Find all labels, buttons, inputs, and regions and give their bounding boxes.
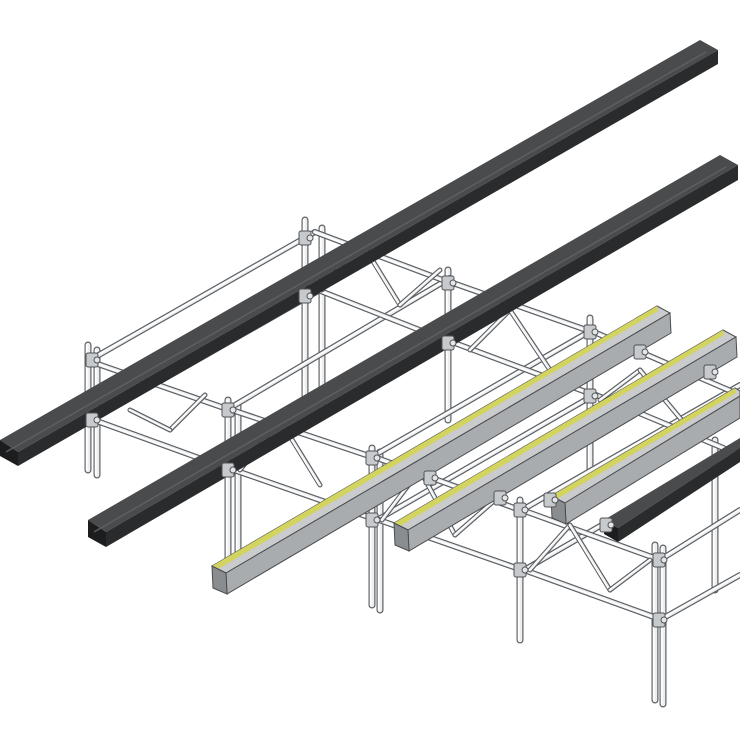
diagonal-tube-16 — [597, 367, 643, 403]
standard-tube-7 — [224, 396, 232, 564]
transom-tube-11 — [519, 507, 663, 563]
ledger-tube-6 — [374, 392, 597, 523]
diagonal-tube-4 — [167, 392, 208, 433]
timber-beam-2 — [392, 329, 738, 552]
coupler-7 — [513, 502, 529, 518]
diagonal-tube-10 — [452, 497, 498, 538]
coupler-21 — [599, 517, 615, 533]
standard-tube-1 — [301, 216, 309, 404]
ledger-tube-9 — [657, 507, 740, 563]
coupler-19 — [633, 344, 649, 360]
coupler-15 — [513, 562, 529, 578]
coupler-22 — [543, 492, 559, 508]
standard-tube-8 — [234, 400, 242, 570]
coupler-11 — [583, 388, 599, 404]
coupler-1 — [298, 230, 314, 246]
transom-tube-5 — [89, 359, 233, 413]
coupler-6 — [365, 450, 381, 466]
coupler-9 — [298, 288, 314, 304]
steel-beam-1 — [0, 40, 718, 466]
ledger-tube-5 — [372, 327, 595, 458]
coupler-17 — [423, 470, 439, 486]
steel-beams — [0, 40, 740, 547]
diagonal-tube-3 — [397, 267, 443, 308]
coupler-4 — [85, 352, 101, 368]
ledger-tube-3 — [227, 275, 453, 411]
diagonal-tube-13 — [607, 557, 653, 593]
couplers — [85, 230, 719, 628]
timber-beam-1 — [210, 305, 672, 595]
diagonal-tube-11 — [527, 522, 573, 573]
diagonal-tube-12 — [567, 522, 613, 593]
diagonal-tube-5 — [127, 407, 173, 433]
coupler-12 — [85, 412, 101, 428]
coupler-8 — [652, 552, 668, 568]
coupler-20 — [703, 364, 719, 380]
standard-tube-2 — [318, 224, 326, 412]
coupler-2 — [441, 275, 457, 291]
timber-beam-3 — [549, 387, 740, 525]
ledger-tube-1 — [87, 229, 318, 363]
transom-tube-3 — [447, 279, 595, 335]
steel-beam-2 — [88, 155, 738, 547]
ledger-tube-10 — [657, 572, 740, 623]
coupler-3 — [583, 324, 599, 340]
coupler-14 — [365, 512, 381, 528]
timber-beams — [210, 305, 740, 595]
coupler-13 — [221, 462, 237, 478]
transom-tube-7 — [229, 407, 378, 461]
transom-tube-12 — [521, 567, 665, 623]
coupler-5 — [221, 402, 237, 418]
coupler-18 — [493, 490, 509, 506]
coupler-10 — [441, 335, 457, 351]
coupler-16 — [652, 612, 668, 628]
diagonal-tube-15 — [507, 307, 553, 373]
